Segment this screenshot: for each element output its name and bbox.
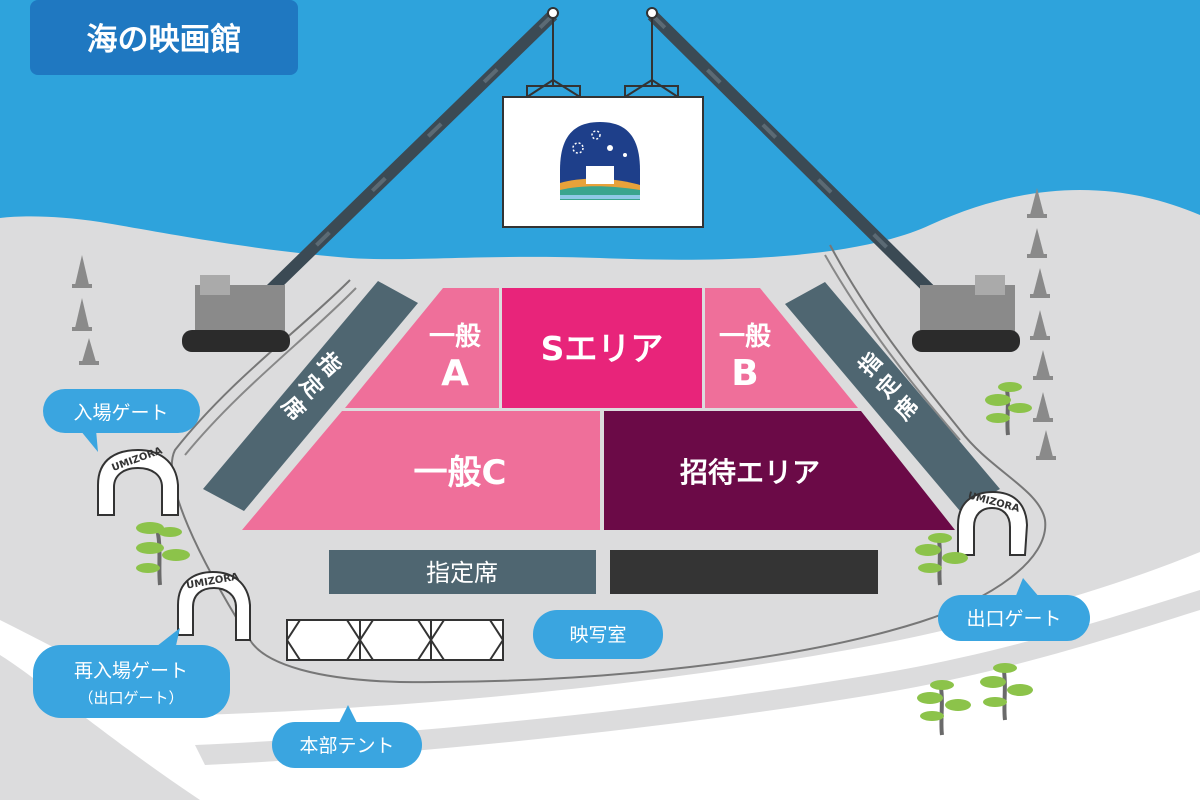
tree-1 <box>136 522 190 586</box>
callout-hq-tent: 本部テント <box>272 705 422 768</box>
screen-hanger-left <box>526 78 581 98</box>
general-a-label-2: A <box>441 353 469 394</box>
callout-projection-room: 映写室 <box>533 610 663 659</box>
venue-fence-inner-right <box>824 254 961 441</box>
gate-entrance: UMIZORA <box>97 445 179 516</box>
s-area-label: Sエリア <box>541 329 664 368</box>
tree-4 <box>917 680 971 736</box>
tree-2 <box>985 382 1032 436</box>
callout-reentry-gate-label-2: （出口ゲート） <box>78 689 183 707</box>
crane-right <box>646 7 1020 352</box>
title-badge: 海の映画館 <box>30 0 298 75</box>
page-title: 海の映画館 <box>87 22 242 58</box>
general-c-area <box>242 411 600 530</box>
general-c-label: 一般C <box>414 453 507 493</box>
callout-reentry-gate: 再入場ゲート （出口ゲート） <box>33 628 230 718</box>
callout-entrance-gate: 入場ゲート <box>43 389 200 452</box>
reserved-right-block <box>785 282 1000 511</box>
callout-projection-room-label: 映写室 <box>569 624 626 646</box>
reserved-bottom-block <box>329 550 596 594</box>
dark-block <box>610 550 878 594</box>
callout-exit-gate: 出口ゲート <box>938 578 1090 641</box>
general-b-area <box>705 288 858 408</box>
callout-reentry-gate-label-1: 再入場ゲート <box>74 660 188 682</box>
venue-fence-inner <box>184 287 357 456</box>
general-a-area <box>345 288 499 408</box>
screen-hanger-right <box>624 78 679 98</box>
callout-exit-gate-label: 出口ゲート <box>966 608 1061 630</box>
invitation-area <box>604 411 955 530</box>
tree-3 <box>915 533 968 586</box>
invitation-area-label: 招待エリア <box>680 456 820 489</box>
general-a-label-1: 一般 <box>429 322 481 352</box>
tree-5 <box>980 663 1033 721</box>
callout-entrance-gate-label: 入場ゲート <box>73 402 168 424</box>
traffic-cones-left <box>72 255 99 365</box>
projection-booths <box>286 619 504 661</box>
callout-hq-tent-label: 本部テント <box>299 735 394 757</box>
traffic-cones-right <box>1027 188 1056 460</box>
reserved-left-block <box>203 281 418 511</box>
umizora-logo <box>560 122 640 200</box>
venue-fence <box>170 244 1047 684</box>
reserved-bottom-label: 指定席 <box>426 559 498 587</box>
s-area <box>502 288 702 408</box>
general-b-label-1: 一般 <box>719 322 771 352</box>
crane-left <box>182 7 559 352</box>
gate-reentry: UMIZORA <box>177 570 251 641</box>
general-b-label-2: B <box>731 353 758 394</box>
